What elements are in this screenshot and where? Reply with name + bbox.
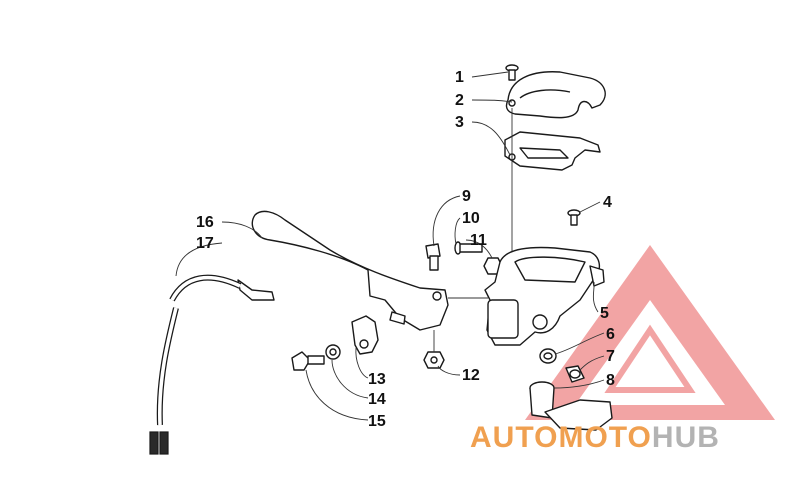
- callout-15: 15: [368, 413, 386, 430]
- screw-part-4: [567, 209, 581, 226]
- callout-4: 4: [603, 194, 612, 211]
- callout-12: 12: [462, 367, 480, 384]
- adjust-screw-part: [454, 241, 483, 255]
- callout-2: 2: [455, 92, 464, 109]
- banjo-bolt-part: [565, 365, 585, 383]
- callout-1: 1: [455, 69, 464, 86]
- brake-lever-part: [251, 210, 449, 331]
- callout-3: 3: [455, 114, 464, 131]
- pivot-nut-part: [423, 351, 445, 369]
- callout-7: 7: [606, 348, 615, 365]
- callout-11: 11: [470, 232, 487, 249]
- svg-text:AUTOMOTOHUB: AUTOMOTOHUB: [470, 421, 720, 454]
- callout-16: 16: [196, 214, 214, 231]
- callout-10: 10: [462, 210, 480, 227]
- watermark-hub: HUB: [652, 421, 720, 454]
- callout-8: 8: [606, 372, 615, 389]
- callout-9: 9: [462, 188, 471, 205]
- leader-lines: [175, 71, 605, 421]
- callout-17: 17: [196, 235, 214, 252]
- pivot-bolt-part: [425, 243, 441, 271]
- watermark-moto: MOTO: [558, 421, 651, 454]
- reservoir-bracket-part: [529, 381, 613, 431]
- top-cover-part: [505, 71, 606, 119]
- callout-6: 6: [606, 326, 615, 343]
- master-cylinder-part: [484, 246, 605, 346]
- callout-labels: 1 2 3 4 5 6 7 8 9 10 11 12 13 14 15 16 1…: [196, 69, 615, 430]
- watermark-inner-triangle: [604, 324, 696, 393]
- clamp-bolt-part: [291, 351, 325, 371]
- callout-5: 5: [600, 305, 609, 322]
- clamp-washer-part: [325, 344, 341, 360]
- gasket-part: [504, 131, 601, 171]
- callout-13: 13: [368, 371, 386, 388]
- washer-part: [539, 348, 557, 364]
- screw-part-1: [505, 64, 519, 81]
- clamp-bracket-part: [351, 315, 379, 355]
- watermark-triangle: [525, 245, 775, 420]
- watermark-logo: [525, 245, 775, 420]
- watermark-auto: AUTO: [470, 421, 558, 454]
- callout-14: 14: [368, 391, 386, 408]
- watermark-text: AUTOMOTOHUB: [470, 421, 720, 454]
- switch-cable-part: [149, 274, 275, 455]
